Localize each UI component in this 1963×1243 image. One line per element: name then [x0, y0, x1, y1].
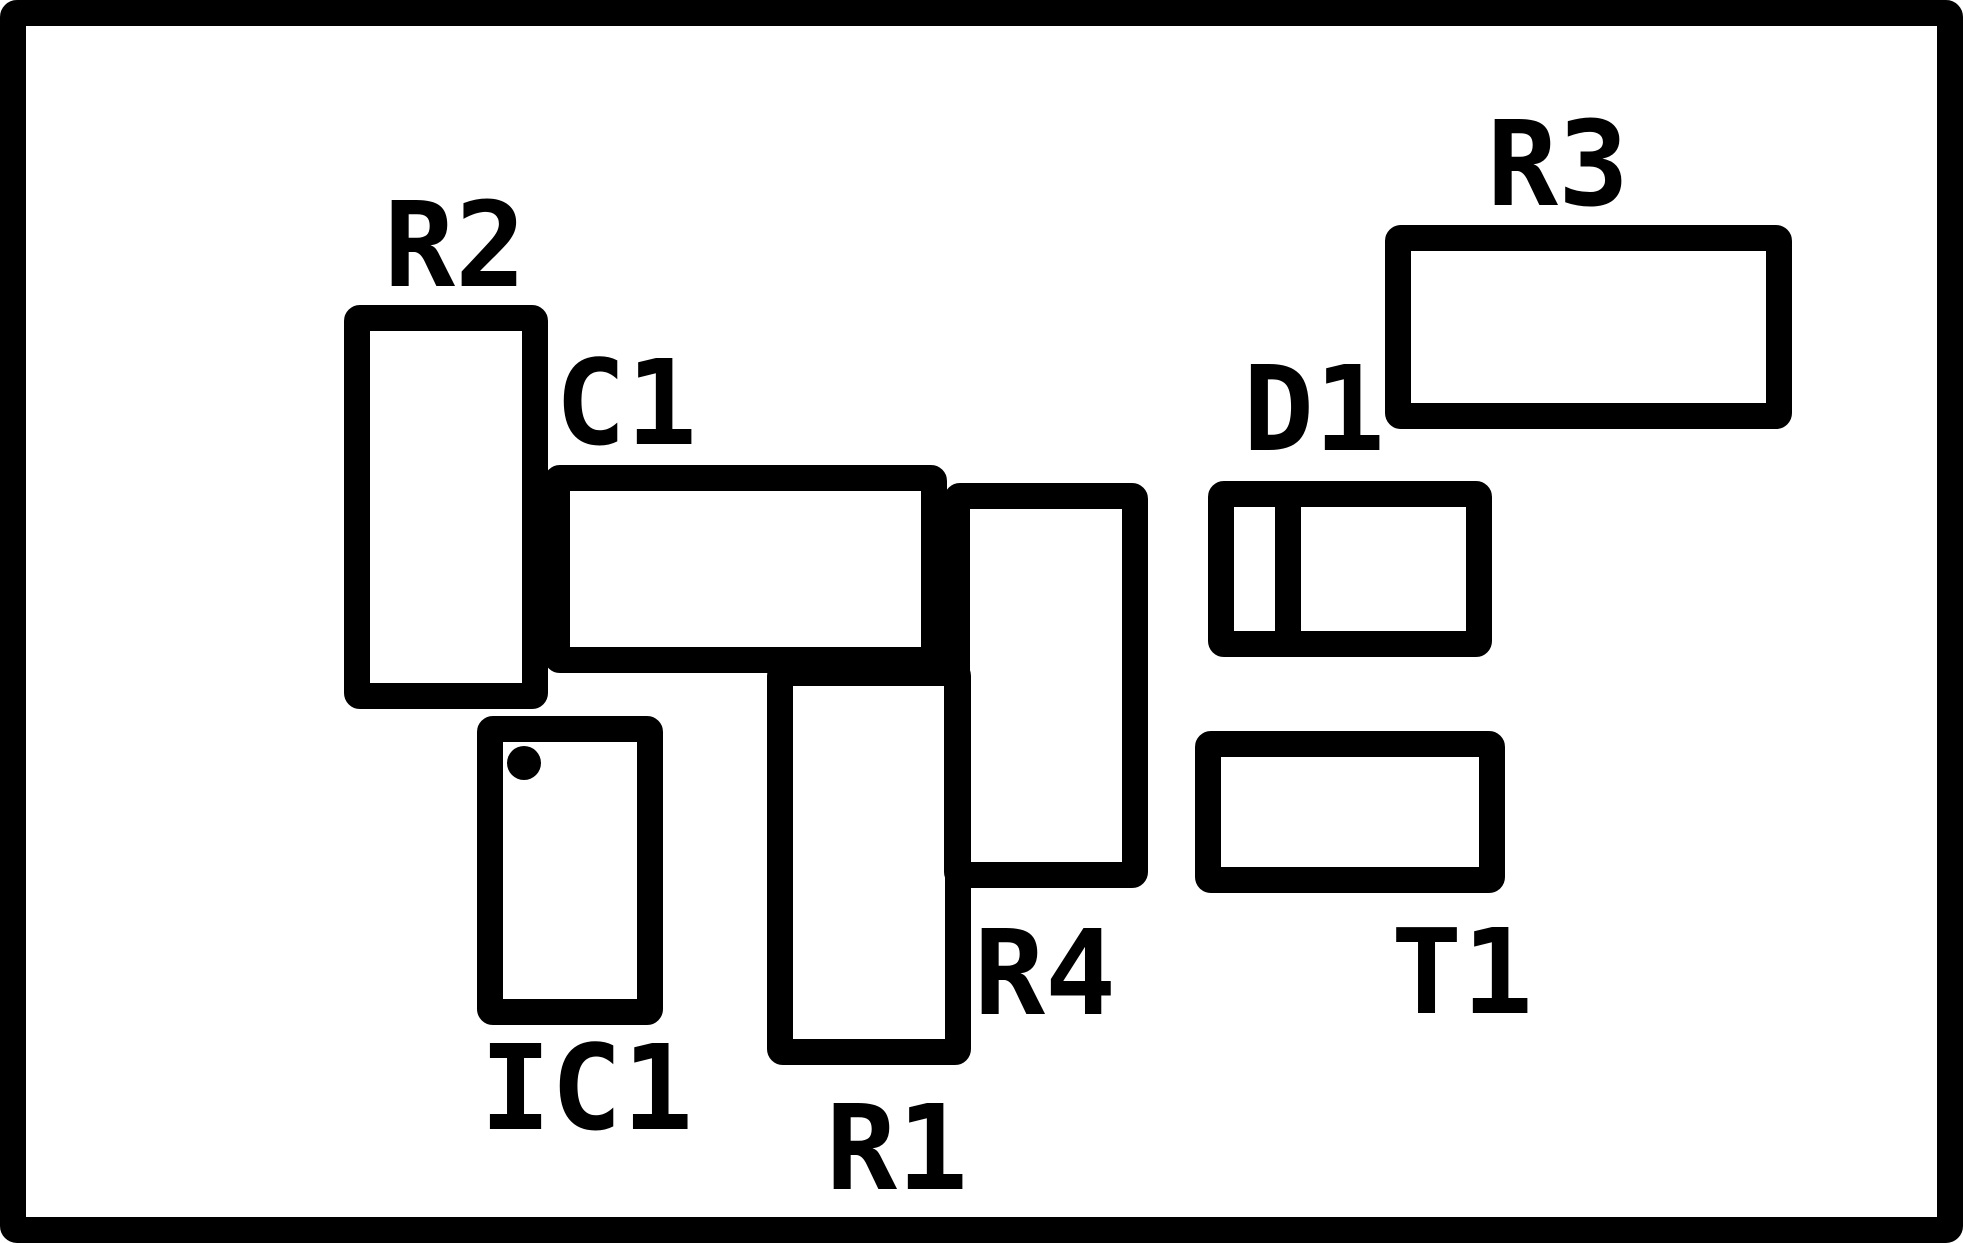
d1-label: D1: [1243, 340, 1385, 478]
r3-outline: [1385, 225, 1792, 429]
c1-outline: [544, 465, 947, 673]
d1-outline: [1208, 481, 1492, 657]
r2-outline: [344, 305, 548, 709]
ic1-pin1-dot: [507, 746, 541, 780]
r4-label: R4: [974, 904, 1116, 1042]
r2-label: R2: [384, 176, 526, 314]
r1-outline: [767, 660, 971, 1065]
t1-outline: [1195, 731, 1505, 893]
r4-outline: [944, 483, 1148, 888]
c1-label: C1: [555, 334, 697, 472]
ic1-label: IC1: [480, 1019, 693, 1157]
t1-label: T1: [1391, 903, 1533, 1041]
r3-label: R3: [1487, 95, 1629, 233]
ic1-outline: [477, 716, 663, 1025]
r1-label: R1: [826, 1079, 968, 1217]
